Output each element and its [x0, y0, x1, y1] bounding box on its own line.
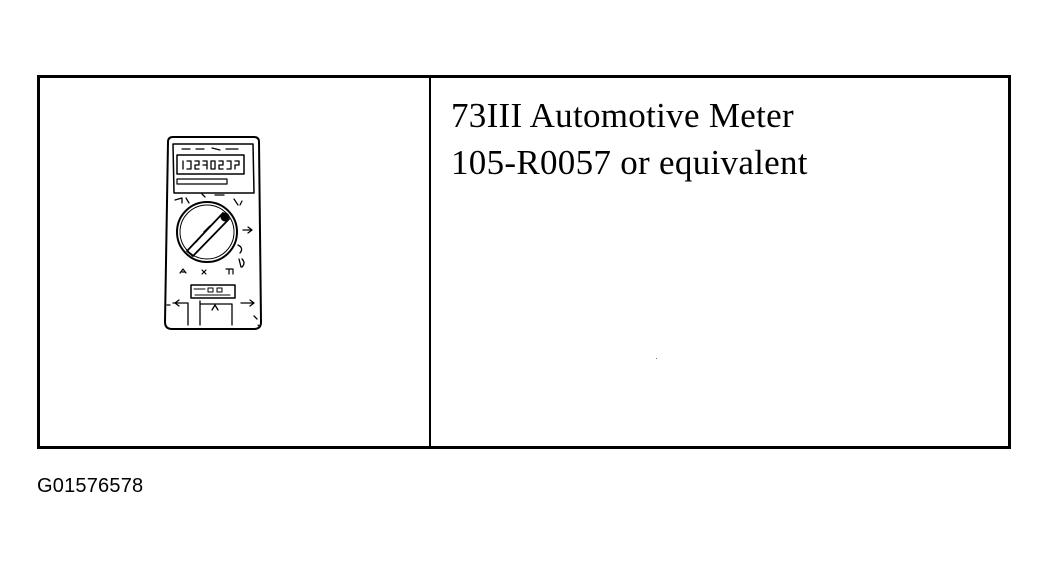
special-tool-table: 73III Automotive Meter 105-R0057 or equi…: [37, 75, 1011, 449]
figure-id: G01576578: [37, 475, 144, 497]
digital-multimeter-icon: [164, 136, 262, 330]
tool-part-number: 105-R0057 or equivalent: [451, 143, 808, 182]
tool-description-cell: 73III Automotive Meter 105-R0057 or equi…: [431, 78, 1008, 446]
tool-illustration-cell: [40, 78, 431, 446]
tool-description: 73III Automotive Meter 105-R0057 or equi…: [451, 92, 808, 186]
scan-speck: [656, 358, 657, 359]
tool-name: 73III Automotive Meter: [451, 96, 794, 135]
